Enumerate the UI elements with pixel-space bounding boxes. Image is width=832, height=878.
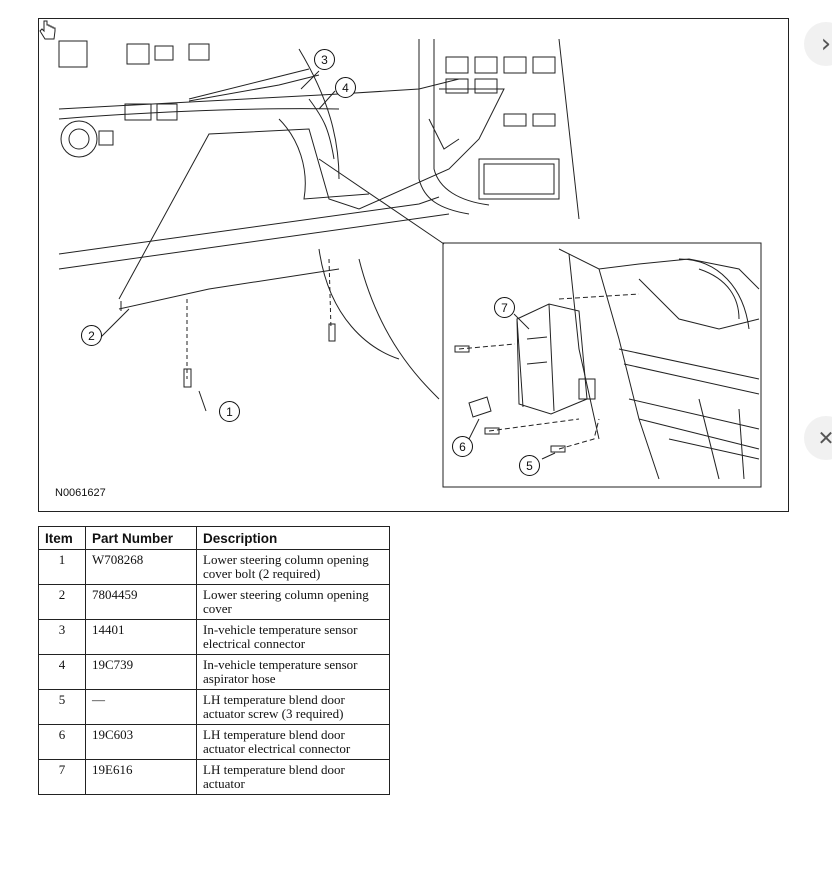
callout-2: 2 bbox=[81, 325, 102, 346]
line-art-drawing bbox=[58, 38, 762, 488]
item-cell: 2 bbox=[38, 584, 86, 620]
table-row: 2 7804459 Lower steering column opening … bbox=[38, 584, 390, 620]
chevron-right-icon: › bbox=[820, 29, 832, 59]
close-icon: ✕ bbox=[817, 426, 832, 450]
description-cell: In-vehicle temperature sensor aspirator … bbox=[196, 654, 390, 690]
callout-4: 4 bbox=[335, 77, 356, 98]
table-row: 3 14401 In-vehicle temperature sensor el… bbox=[38, 619, 390, 655]
part-number-cell: 7804459 bbox=[85, 584, 197, 620]
item-cell: 3 bbox=[38, 619, 86, 655]
column-header-part-number: Part Number bbox=[85, 526, 197, 550]
part-number-cell: W708268 bbox=[85, 549, 197, 585]
table-header-row: Item Part Number Description bbox=[38, 526, 390, 550]
hand-cursor-icon bbox=[39, 20, 56, 40]
column-header-description: Description bbox=[196, 526, 390, 550]
part-number-cell: 19E616 bbox=[85, 759, 197, 795]
table-row: 4 19C739 In-vehicle temperature sensor a… bbox=[38, 654, 390, 690]
item-cell: 6 bbox=[38, 724, 86, 760]
description-cell: In-vehicle temperature sensor electrical… bbox=[196, 619, 390, 655]
description-cell: LH temperature blend door actuator bbox=[196, 759, 390, 795]
item-cell: 5 bbox=[38, 689, 86, 725]
part-number-cell: — bbox=[85, 689, 197, 725]
part-number-cell: 19C603 bbox=[85, 724, 197, 760]
callout-1: 1 bbox=[219, 401, 240, 422]
figure-id: N0061627 bbox=[55, 487, 106, 499]
item-cell: 4 bbox=[38, 654, 86, 690]
table-row: 1 W708268 Lower steering column opening … bbox=[38, 549, 390, 585]
table-row: 5 — LH temperature blend door actuator s… bbox=[38, 689, 390, 725]
parts-table: Item Part Number Description 1 W708268 L… bbox=[38, 526, 390, 795]
part-number-cell: 19C739 bbox=[85, 654, 197, 690]
item-cell: 7 bbox=[38, 759, 86, 795]
description-cell: Lower steering column opening cover bbox=[196, 584, 390, 620]
description-cell: Lower steering column opening cover bolt… bbox=[196, 549, 390, 585]
callout-3: 3 bbox=[314, 49, 335, 70]
description-cell: LH temperature blend door actuator screw… bbox=[196, 689, 390, 725]
callout-6: 6 bbox=[452, 436, 473, 457]
table-row: 6 19C603 LH temperature blend door actua… bbox=[38, 724, 390, 760]
item-cell: 1 bbox=[38, 549, 86, 585]
part-number-cell: 14401 bbox=[85, 619, 197, 655]
callout-7: 7 bbox=[494, 297, 515, 318]
table-row: 7 19E616 LH temperature blend door actua… bbox=[38, 759, 390, 795]
exploded-view-diagram: 1 2 3 4 5 6 7 N0061627 bbox=[38, 18, 789, 512]
column-header-item: Item bbox=[38, 526, 86, 550]
callout-5: 5 bbox=[519, 455, 540, 476]
close-button[interactable]: ✕ bbox=[804, 416, 832, 460]
description-cell: LH temperature blend door actuator elect… bbox=[196, 724, 390, 760]
next-button[interactable]: › bbox=[804, 22, 832, 66]
